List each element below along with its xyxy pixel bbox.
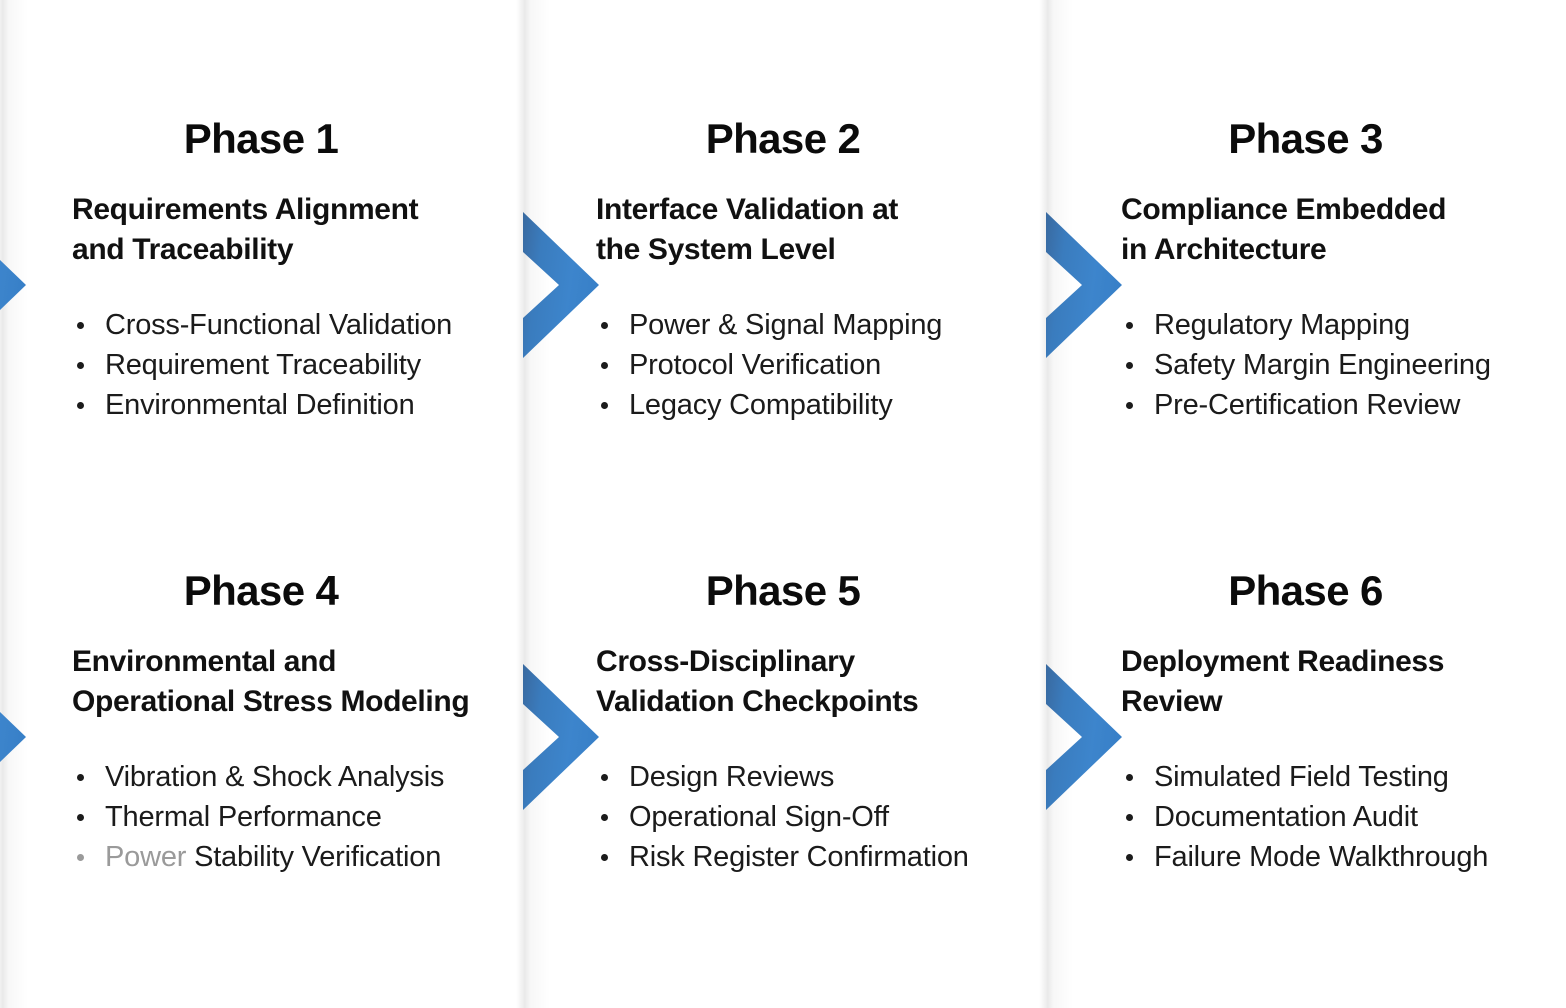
list-item-label: Failure Mode Walkthrough <box>1154 841 1489 873</box>
page-title: Phase 4 <box>183 567 339 614</box>
bullet-dot-icon <box>77 362 84 369</box>
chevron-right-arrow-icon <box>0 664 26 810</box>
chevron-right-arrow-icon <box>1046 212 1122 358</box>
chevron-right-arrow-icon <box>523 212 599 358</box>
list-item: Power & Signal Mapping <box>596 305 1044 345</box>
phase-bullet-list: Power & Signal Mapping Protocol Verifica… <box>596 305 1044 425</box>
list-item: Power Stability Verification <box>72 837 520 877</box>
phase-bullet-list: Regulatory Mapping Safety Margin Enginee… <box>1121 305 1566 425</box>
bullet-dot-icon <box>601 402 608 409</box>
list-item-label: Safety Margin Engineering <box>1154 349 1491 381</box>
bullet-dot-icon <box>1126 322 1133 329</box>
bullet-dot-icon <box>1126 774 1133 781</box>
list-item-label: Pre-Certification Review <box>1154 389 1461 421</box>
bullet-dot-icon <box>77 774 84 781</box>
chevron-right-arrow-icon <box>0 212 26 358</box>
phase-card-1[interactable]: Phase 1 Requirements Alignment and Trace… <box>0 0 522 452</box>
bullet-dot-icon <box>601 362 608 369</box>
list-item-label: Risk Register Confirmation <box>629 841 969 873</box>
list-item-label: Power & Signal Mapping <box>629 309 943 341</box>
list-item-label: Cross-Functional Validation <box>105 309 453 341</box>
phase-subtitle: Interface Validation at the System Level <box>596 193 899 266</box>
phase-card-3[interactable]: Phase 3 Compliance Embedded in Architect… <box>1045 0 1566 452</box>
page-title: Phase 5 <box>705 567 861 614</box>
phase-subtitle: Cross-Disciplinary Validation Checkpoint… <box>596 645 919 718</box>
list-item-label: Regulatory Mapping <box>1154 309 1410 341</box>
phase-subtitle: Deployment Readiness Review <box>1121 645 1445 718</box>
page-title: Phase 2 <box>705 115 861 162</box>
list-item-label: Simulated Field Testing <box>1154 761 1449 793</box>
list-item: Cross-Functional Validation <box>72 305 520 345</box>
list-item-label: Requirement Traceability <box>105 349 421 381</box>
list-item-label: Documentation Audit <box>1154 801 1418 833</box>
bullet-dot-icon <box>601 854 608 861</box>
phase-card-4[interactable]: Phase 4 Environmental and Operational St… <box>0 452 522 904</box>
list-item-label: Legacy Compatibility <box>629 389 893 421</box>
list-item: Pre-Certification Review <box>1121 385 1566 425</box>
phase-card-5[interactable]: Phase 5 Cross-Disciplinary Validation Ch… <box>522 452 1044 904</box>
page-title: Phase 3 <box>1228 115 1383 162</box>
phase-subtitle: Environmental and Operational Stress Mod… <box>72 645 470 718</box>
phase-bullet-list: Vibration & Shock Analysis Thermal Perfo… <box>72 757 520 877</box>
bullet-dot-icon <box>1126 814 1133 821</box>
list-item-label: Vibration & Shock Analysis <box>105 761 445 793</box>
bullet-dot-icon <box>601 322 608 329</box>
list-item: Design Reviews <box>596 757 1044 797</box>
list-item: Safety Margin Engineering <box>1121 345 1566 385</box>
list-item: Legacy Compatibility <box>596 385 1044 425</box>
bullet-dot-icon <box>77 402 84 409</box>
column-panel-left <box>0 0 522 1008</box>
phase-subtitle: Requirements Alignment and Traceability <box>72 193 419 266</box>
list-item: Documentation Audit <box>1121 797 1566 837</box>
list-item: Simulated Field Testing <box>1121 757 1566 797</box>
bullet-dot-icon <box>77 854 84 861</box>
chevron-right-arrow-icon <box>1046 664 1122 810</box>
bullet-dot-icon <box>1126 854 1133 861</box>
list-item: Thermal Performance <box>72 797 520 837</box>
bullet-dot-icon <box>77 814 84 821</box>
bullet-dot-icon <box>77 322 84 329</box>
page-title: Phase 1 <box>183 115 339 162</box>
list-item-label: Protocol Verification <box>629 349 882 381</box>
phase-subtitle: Compliance Embedded in Architecture <box>1121 193 1447 266</box>
bullet-dot-icon <box>1126 362 1133 369</box>
list-item: Vibration & Shock Analysis <box>72 757 520 797</box>
bullet-dot-icon <box>601 814 608 821</box>
phase-card-2[interactable]: Phase 2 Interface Validation at the Syst… <box>522 0 1044 452</box>
phase-bullet-list: Simulated Field Testing Documentation Au… <box>1121 757 1566 877</box>
bullet-dot-icon <box>601 774 608 781</box>
list-item: Requirement Traceability <box>72 345 520 385</box>
page-title: Phase 6 <box>1228 567 1383 614</box>
list-item: Regulatory Mapping <box>1121 305 1566 345</box>
list-item: Risk Register Confirmation <box>596 837 1044 877</box>
list-item: Protocol Verification <box>596 345 1044 385</box>
list-item-label: Stability Verification <box>194 841 442 873</box>
list-item: Operational Sign-Off <box>596 797 1044 837</box>
list-item: Failure Mode Walkthrough <box>1121 837 1566 877</box>
list-item-label: Design Reviews <box>629 761 835 793</box>
phase-bullet-list: Design Reviews Operational Sign-Off Risk… <box>596 757 1044 877</box>
list-item-label: Thermal Performance <box>105 801 382 833</box>
chevron-right-arrow-icon <box>523 664 599 810</box>
phase-bullet-list: Cross-Functional Validation Requirement … <box>72 305 520 425</box>
column-panel-right <box>1045 0 1566 1008</box>
phase-card-6[interactable]: Phase 6 Deployment Readiness Review Simu… <box>1045 452 1566 904</box>
list-item-label: Environmental Definition <box>105 389 415 421</box>
column-panel-center <box>522 0 1045 1008</box>
list-item-label: Operational Sign-Off <box>629 801 889 833</box>
list-item: Environmental Definition <box>72 385 520 425</box>
list-item-label-dim-prefix: Power <box>105 841 195 873</box>
bullet-dot-icon <box>1126 402 1133 409</box>
